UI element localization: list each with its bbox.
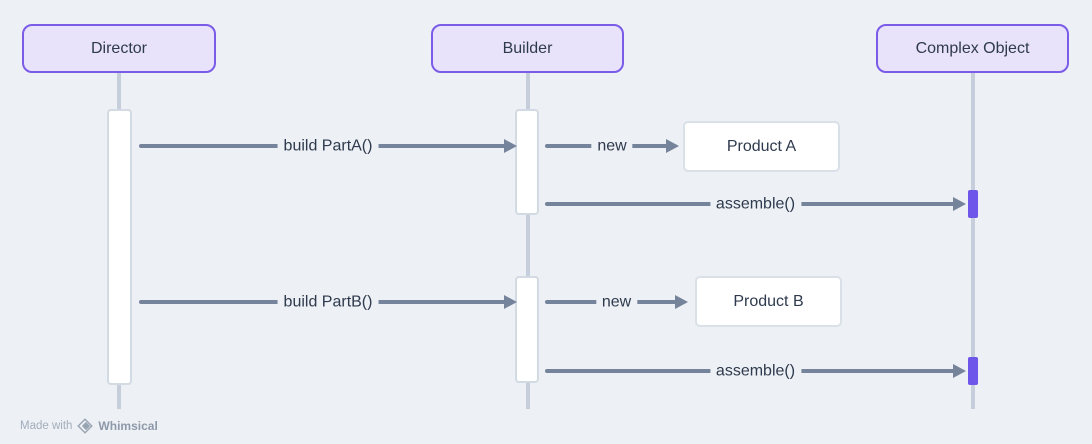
participant-complex-object-label: Complex Object — [915, 39, 1030, 57]
message-arrow-assemble-1[interactable]: assemble() — [545, 193, 966, 215]
lifeline-complex-object — [971, 73, 975, 409]
participant-director-label: Director — [90, 39, 147, 57]
arrowhead-right-icon — [953, 197, 966, 211]
arrowhead-right-icon — [504, 139, 517, 153]
whimsical-logo-icon — [77, 418, 94, 434]
whimsical-watermark: Made with Whimsical — [20, 418, 158, 434]
message-label: new — [591, 135, 633, 157]
object-product-b[interactable]: Product B — [695, 276, 842, 327]
activation-builder-1[interactable] — [515, 109, 539, 215]
participant-director[interactable]: Director — [22, 24, 216, 73]
arrowhead-right-icon — [953, 364, 966, 378]
arrowhead-right-icon — [504, 295, 517, 309]
object-product-a[interactable]: Product A — [683, 121, 840, 172]
message-arrow-new-b[interactable]: new — [545, 291, 688, 313]
message-label: assemble() — [709, 193, 802, 215]
object-product-b-label: Product B — [733, 292, 804, 310]
lifeline-builder — [526, 73, 530, 409]
watermark-made-with-label: Made with — [20, 420, 73, 432]
participant-builder[interactable]: Builder — [431, 24, 624, 73]
activation-builder-2[interactable] — [515, 276, 539, 383]
message-arrow-assemble-2[interactable]: assemble() — [545, 360, 966, 382]
message-arrow-build-partb[interactable]: build PartB() — [139, 291, 517, 313]
message-label: build PartA() — [277, 135, 379, 157]
execution-marker-2[interactable] — [968, 357, 978, 385]
message-arrow-new-a[interactable]: new — [545, 135, 679, 157]
message-label: new — [595, 291, 638, 313]
message-arrow-build-parta[interactable]: build PartA() — [139, 135, 517, 157]
arrowhead-right-icon — [675, 295, 688, 309]
message-label: assemble() — [709, 360, 802, 382]
execution-marker-1[interactable] — [968, 190, 978, 218]
participant-complex-object[interactable]: Complex Object — [876, 24, 1069, 73]
object-product-a-label: Product A — [726, 137, 797, 155]
arrowhead-right-icon — [666, 139, 679, 153]
message-label: build PartB() — [277, 291, 379, 313]
participant-builder-label: Builder — [502, 39, 553, 57]
watermark-brand-link[interactable]: Whimsical — [98, 419, 158, 433]
activation-director[interactable] — [107, 109, 132, 385]
